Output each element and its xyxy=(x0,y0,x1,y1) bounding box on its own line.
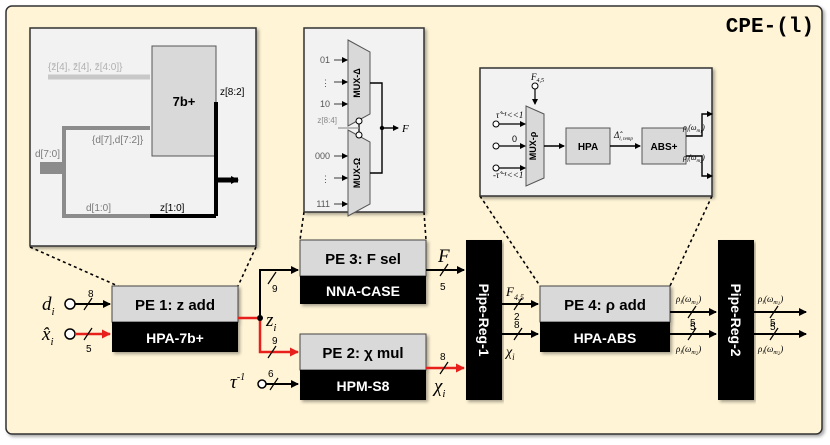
d-low-wire xyxy=(62,168,150,218)
mux-in-111: 111 xyxy=(316,199,330,209)
chi-r-label: χi xyxy=(504,345,515,362)
d-low-label: d[1:0] xyxy=(86,203,111,214)
pe1-sub: HPA-7b+ xyxy=(146,330,204,346)
out2-label: ρi(ωm2) xyxy=(757,344,783,357)
mux-in-10: 10 xyxy=(320,99,330,109)
cpe-title: CPE-(l) xyxy=(726,16,814,39)
pe4-sub: HPA-ABS xyxy=(574,330,637,346)
pe2-label: PE 2: χ mul xyxy=(322,345,403,362)
inset-rho: MUX-ρ F4,5 τ̂⁻¹<<1 0 -τ̂⁻¹<<1 HPA Δ̂l, t… xyxy=(479,67,713,197)
tau-width: 6 xyxy=(268,369,274,380)
rho2-width: 5 xyxy=(690,322,696,333)
rho2-label: ρi(ωm2) xyxy=(675,344,701,357)
adder-mid-input: {d[7],d[7:2]} xyxy=(92,135,144,146)
mux-omega-label: MUX-Ω xyxy=(352,158,362,188)
rho-inner-out1: ρi(ωm1) xyxy=(682,123,705,134)
z-low-label: z[1:0] xyxy=(160,203,185,214)
mux-in-000: 000 xyxy=(315,151,330,161)
inset-adder: 7b+ {z̃[4], z̃[4], z̃[4:0]} d[7:0] {d[7]… xyxy=(29,27,257,247)
pe4-label: PE 4: ρ add xyxy=(564,297,646,314)
adder-7b-block xyxy=(151,45,217,157)
tau-label: τ-1 xyxy=(230,372,245,393)
pipe-reg-2 xyxy=(718,240,754,400)
pe1-label: PE 1: z add xyxy=(135,297,215,314)
pe2-block xyxy=(299,333,427,400)
F45-label: F4,5 xyxy=(505,284,524,302)
mux-delta xyxy=(347,39,371,127)
pe3-label: PE 3: F sel xyxy=(325,251,401,268)
mux-in-dots-1: ⋮ xyxy=(321,78,330,88)
z-junction xyxy=(257,315,263,321)
mux-rho-in-bot: -τ̂⁻¹<<1 xyxy=(493,170,523,180)
z-pe3-width: 9 xyxy=(272,284,278,295)
mux-delta-label: MUX-Δ xyxy=(352,68,362,98)
F-label: F xyxy=(437,246,450,267)
pipe-reg-2-label: Pipe-Reg-2 xyxy=(728,283,744,356)
z-pe2-width: 9 xyxy=(272,336,278,347)
d-label: di xyxy=(42,294,55,318)
z-high-label: z[8:2] xyxy=(220,87,245,98)
abs-inner-label: ABS+ xyxy=(651,142,678,153)
d-width: 8 xyxy=(88,289,94,300)
mux-rho-in-top: τ̂⁻¹<<1 xyxy=(496,110,523,120)
F-width: 5 xyxy=(440,282,446,293)
rho-inner-out2: ρi(ωm2) xyxy=(682,153,705,164)
x-input-port xyxy=(64,328,76,340)
mux-in-dots-2: ⋮ xyxy=(321,174,330,184)
mux-rho-label: MUX-ρ xyxy=(528,131,538,160)
mux-rho-sel: F4,5 xyxy=(530,72,544,84)
x-label: x̂i xyxy=(41,324,54,348)
z-label: zi xyxy=(265,310,276,334)
pe2-sub: HPM-S8 xyxy=(337,378,390,394)
tau-input-port xyxy=(257,379,267,389)
inset-mux: MUX-Δ MUX-Ω 01 ⋮ 10 000 ⋮ 111 z[8:4] F xyxy=(303,27,425,217)
d-input-label: d[7:0] xyxy=(35,149,60,160)
out1-label: ρi(ωm1) xyxy=(757,294,783,307)
chi-label: χi xyxy=(432,376,445,400)
hpa-inner-label: HPA xyxy=(578,142,598,153)
out2-width: 5 xyxy=(770,322,776,333)
delta-temp-label: Δ̂l, temp xyxy=(613,130,633,142)
abs-inner-block xyxy=(641,127,687,165)
z-to-pe3 xyxy=(259,266,299,318)
pipe-reg-1-label: Pipe-Reg-1 xyxy=(476,283,492,356)
mux-select-label: z[8:4] xyxy=(317,116,337,125)
pipe-reg-1 xyxy=(466,240,502,400)
hpa-inner-block xyxy=(565,127,611,165)
rho1-label: ρi(ωm1) xyxy=(675,294,701,307)
pe3-block xyxy=(299,239,427,304)
mux-omega xyxy=(347,129,371,217)
mux-in-01: 01 xyxy=(320,55,330,65)
z-to-pe2 xyxy=(258,318,299,357)
zoom-lines xyxy=(29,195,713,287)
adder-label: 7b+ xyxy=(173,94,196,109)
mux-out-label: F xyxy=(401,123,409,135)
pe4-block xyxy=(539,285,671,352)
rho1-width: 5 xyxy=(690,318,696,329)
d-input-bus xyxy=(40,162,62,174)
mux-rho xyxy=(525,105,545,187)
mux-rho-in-mid: 0 xyxy=(512,134,517,144)
pe1-block xyxy=(111,285,239,352)
chi-r-width: 8 xyxy=(514,320,520,331)
F45-width: 2 xyxy=(514,312,520,323)
out1-width: 5 xyxy=(770,318,776,329)
pe3-sub: NNA-CASE xyxy=(326,283,400,299)
adder-top-input: {z̃[4], z̃[4], z̃[4:0]} xyxy=(48,62,123,73)
d-input-port xyxy=(64,298,76,310)
x-width: 5 xyxy=(86,344,92,355)
chi-width: 8 xyxy=(440,352,446,363)
